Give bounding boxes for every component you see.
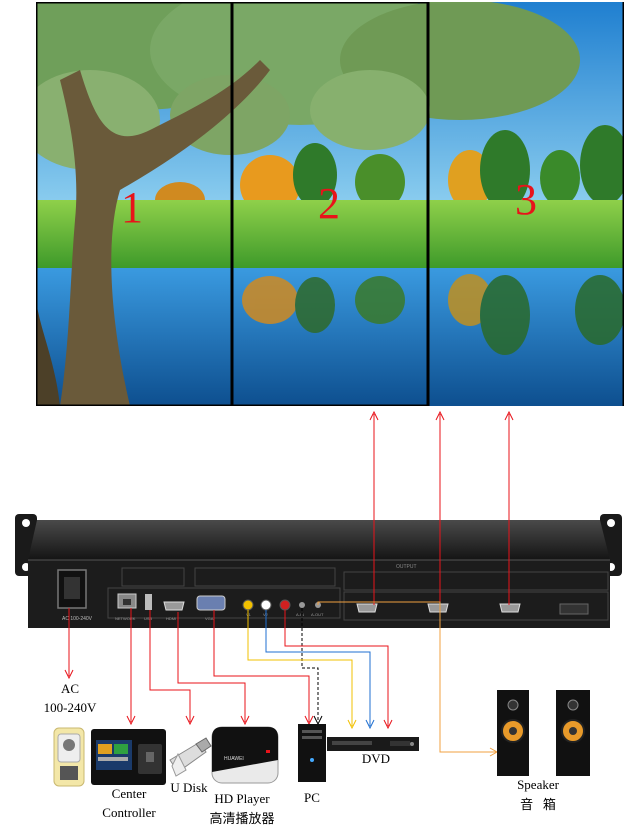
hdmi-out-2-port[interactable] bbox=[427, 603, 449, 613]
output-header: OUTPUT bbox=[396, 564, 417, 570]
a-in-port[interactable] bbox=[279, 599, 291, 611]
port-label-a-out: A-OUT bbox=[311, 612, 324, 617]
v2-port[interactable] bbox=[260, 599, 272, 611]
cable-audio-out-to-speaker bbox=[317, 601, 496, 753]
center-controller-label-line1: Center bbox=[111, 786, 147, 801]
panel-number-3: 3 bbox=[515, 175, 537, 224]
speaker-label-line2: 音 箱 bbox=[520, 797, 556, 812]
hd-player-icon: HUAWEI bbox=[211, 726, 279, 784]
panel-3-frame bbox=[426, 2, 624, 406]
port-label-usb: USB bbox=[144, 616, 153, 621]
hdmi-out-3-port[interactable] bbox=[499, 603, 521, 613]
center-controller-icon bbox=[91, 729, 166, 785]
cable-dvd-video bbox=[247, 610, 353, 726]
cable-pc-audio bbox=[301, 608, 319, 722]
pc-tower-icon bbox=[298, 724, 326, 782]
hd-player-label-line2: 高清播放器 bbox=[209, 811, 275, 826]
video-wall-processor: AC 100-240V OUTPUT NETWORK USB HDMI VGA … bbox=[15, 514, 622, 628]
u-disk-label: U Disk bbox=[170, 780, 208, 795]
video-wall: 1 2 3 bbox=[36, 2, 624, 406]
tree-trunk bbox=[60, 60, 270, 406]
vga-port[interactable] bbox=[196, 595, 226, 611]
port-label-vga: VGA bbox=[205, 616, 214, 621]
power-label-line1: AC bbox=[60, 681, 80, 696]
port-label-network: NETWORK bbox=[115, 616, 136, 621]
power-inlet-label: AC 100-240V bbox=[62, 616, 93, 622]
cable-dvd-audio-left bbox=[265, 610, 371, 726]
hd-player-brand: HUAWEI bbox=[224, 756, 244, 762]
dvd-label: DVD bbox=[361, 751, 391, 766]
cables bbox=[64, 410, 514, 757]
cable-dvd-audio-right bbox=[284, 610, 389, 726]
hdmi-out-1-port[interactable] bbox=[356, 603, 378, 613]
dvd-player-icon bbox=[327, 737, 419, 751]
panel-number-1: 1 bbox=[121, 183, 143, 232]
panel-number-2: 2 bbox=[318, 179, 340, 228]
usb-port[interactable] bbox=[145, 594, 152, 610]
power-label-line2: 100-240V bbox=[43, 700, 97, 715]
speaker-label-line1: Speaker bbox=[517, 777, 559, 792]
hdmi-in-port[interactable] bbox=[163, 601, 185, 611]
speaker-right-icon bbox=[556, 690, 590, 776]
cable-u-disk bbox=[149, 610, 191, 722]
power-inlet[interactable] bbox=[57, 569, 87, 609]
u-disk-icon bbox=[169, 737, 212, 777]
pc-label: PC bbox=[304, 790, 320, 805]
center-controller-label-line2: Controller bbox=[102, 805, 156, 820]
tree-reflections bbox=[242, 274, 624, 355]
power-socket-icon bbox=[53, 727, 85, 787]
v1-port[interactable] bbox=[242, 599, 254, 611]
cable-pc-vga bbox=[213, 610, 310, 722]
speaker-left-icon bbox=[497, 690, 529, 776]
port-label-hdmi: HDMI bbox=[166, 616, 176, 621]
port-label-a-in: A-IN bbox=[296, 612, 304, 617]
hd-player-label-line1: HD Player bbox=[214, 791, 270, 806]
cable-hd-player bbox=[177, 612, 246, 722]
port-label-v1: V1 bbox=[246, 612, 252, 617]
a-in-jack[interactable] bbox=[299, 602, 305, 608]
